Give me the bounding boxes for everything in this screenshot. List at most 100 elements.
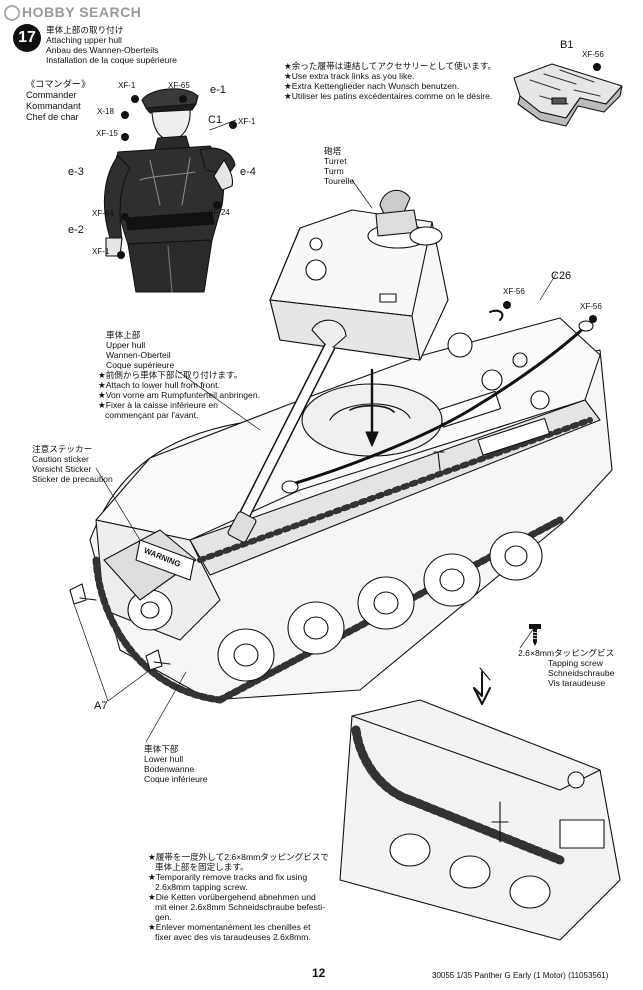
paint-dot-icon [226, 116, 237, 134]
turret-label-jp: 砲塔 [324, 146, 342, 156]
paint-callout: XF-1 [238, 117, 256, 126]
paint-callout: XF-15 [96, 129, 118, 138]
paint-dot-icon [128, 90, 139, 108]
caution-sticker-fr: Sticker de precaution [32, 474, 113, 484]
note-line: 2.6x8mm tapping screw. [155, 882, 248, 892]
lower-hull-jp: 車体下部 [144, 744, 179, 754]
watermark-text: HOBBY SEARCH [22, 4, 142, 20]
note-line: ★余った履帯は連結してアクセサリーとして使います。 [284, 61, 497, 71]
part-label: e-3 [68, 166, 84, 178]
note-line: ★前側から車体下部に取り付けます。 [98, 370, 243, 380]
track-removal-note: ★履帯を一度外して2.6×8mmタッピングビスで 車体上部を固定します。 ★Te… [148, 852, 329, 942]
commander-label-fr: Chef de char [26, 112, 79, 122]
paint-dot-icon [114, 246, 125, 264]
commander-label-de: Kommandant [26, 101, 81, 111]
paint-dot-icon [176, 90, 187, 108]
watermark: HOBBY SEARCH [4, 4, 142, 22]
turret [227, 189, 449, 543]
step-number-badge [13, 24, 41, 52]
part-a7-pieces [69, 583, 171, 671]
commander-label-jp: 《コマンダー》 [26, 79, 91, 89]
extra-track-note: ★余った履帯は連結してアクセサリーとして使います。 ★Use extra tra… [284, 61, 496, 101]
paint-callout: XF-56 [580, 302, 602, 311]
upper-hull-label: 車体上部 Upper hull Wannen-Oberteil Coque su… [106, 330, 174, 370]
step-title-de: Anbau des Wannen-Oberteils [46, 45, 159, 55]
part-label: e-4 [240, 166, 256, 178]
paint-dot-icon [500, 296, 511, 314]
paint-callout: XF-56 [582, 50, 604, 59]
turret-label-de: Turm [324, 166, 344, 176]
note-line: ★Enlever momentanément les chenilles et [148, 922, 311, 932]
commander-label: 《コマンダー》 Commander Kommandant Chef de cha… [26, 79, 90, 123]
commander-figure [103, 88, 236, 293]
turret-label: 砲塔 Turret Turm Tourelle [324, 146, 354, 186]
caution-sticker-jp: 注意ステッカー [32, 444, 93, 454]
watermark-icon [4, 5, 20, 22]
part-label: e-1 [210, 84, 226, 96]
note-line: ★Temporarily remove tracks and fix using [148, 872, 308, 882]
paint-callout: XF-24 [208, 208, 230, 217]
lower-hull-en: Lower hull [144, 754, 184, 764]
tapping-screw-jp: 2.6×8mmタッピングビス [518, 648, 615, 658]
product-code: 30055 1/35 Panther G Early (1 Motor) (11… [432, 971, 609, 980]
tapping-screw-label: 2.6×8mmタッピングビス Tapping screw Schneidschr… [518, 648, 614, 688]
note-line: ★履帯を一度外して2.6×8mmタッピングビスで [148, 852, 330, 862]
paint-dot-icon [118, 208, 129, 226]
note-line: ★Utiliser les patins excédentaires comme… [284, 91, 493, 101]
lower-hull-label: 車体下部 Lower hull Bodenwanne Coque inférie… [144, 744, 208, 784]
paint-dot-icon [590, 58, 601, 76]
page-number: 12 [312, 966, 326, 980]
lower-hull-de: Bodenwanne [144, 764, 195, 774]
tapping-screw-en: Tapping screw [548, 658, 603, 668]
note-line: gen. [155, 912, 172, 922]
spare-track-links [513, 63, 623, 127]
turret-label-fr: Tourelle [324, 176, 355, 186]
tapping-screw-de: Schneidschraube [548, 668, 615, 678]
part-label-c26: C26 [551, 270, 572, 282]
upper-hull-label-fr: Coque supérieure [106, 360, 175, 370]
upper-hull-label-en: Upper hull [106, 340, 146, 350]
paint-callout: XF-1 [118, 81, 136, 90]
step-title-en: Attaching upper hull [46, 35, 122, 45]
screw-icon [528, 624, 542, 651]
step-number: 17 [18, 29, 36, 46]
paint-dot-icon [118, 128, 129, 146]
caution-sticker-en: Caution sticker [32, 454, 89, 464]
caution-sticker-label: 注意ステッカー Caution sticker Vorsicht Sticker… [32, 444, 113, 484]
part-label: e-2 [68, 224, 84, 236]
paint-callout: XF-1 [92, 247, 110, 256]
note-line: ★Fixer à la caisse inférieure en [98, 400, 218, 410]
paint-callout: XF-56 [503, 287, 525, 296]
note-line: ★Die Ketten vorübergehend abnehmen und [148, 892, 316, 902]
step-title-fr: Installation de la coque supérieure [46, 55, 177, 65]
panther-tank [89, 309, 613, 704]
commander-label-en: Commander [26, 90, 77, 100]
part-label-a7: A7 [94, 700, 108, 712]
paint-dot-icon [118, 106, 129, 124]
caution-sticker-de: Vorsicht Sticker [32, 464, 92, 474]
note-line: fixer avec des vis taraudeuses 2.6x8mm. [155, 932, 311, 942]
tapping-screw-fr: Vis taraudeuse [548, 678, 606, 688]
note-line: ★Extra Kettenglieder nach Wunsch benutze… [284, 81, 460, 91]
upper-hull-label-de: Wannen-Oberteil [106, 350, 171, 360]
lower-hull-detail-view [339, 667, 621, 941]
turret-label-en: Turret [324, 156, 347, 166]
note-line: ★Von vorne am Rumpfunterteil anbringen. [98, 390, 261, 400]
step-title-jp: 車体上部の取り付け [46, 25, 124, 35]
upper-hull-note: ★前側から車体下部に取り付けます。 ★Attach to lower hull … [98, 370, 260, 420]
part-label: C1 [208, 114, 223, 126]
lower-hull-fr: Coque inférieure [144, 774, 208, 784]
note-line: ★Use extra track links as you like. [284, 71, 415, 81]
paint-callout: XF-65 [168, 81, 190, 90]
note-line: mit einer 2.6x8mm Schneidschraube befest… [155, 902, 326, 912]
note-line: 車体上部を固定します。 [155, 862, 249, 872]
note-line: commençant par l'avant. [105, 410, 199, 420]
step-title: 車体上部の取り付け Attaching upper hull Anbau des… [46, 25, 177, 65]
paint-dot-icon [210, 196, 221, 214]
paint-dot-icon [586, 310, 597, 328]
note-line: ★Attach to lower hull from front. [98, 380, 220, 390]
part-label-b1: B1 [560, 39, 574, 51]
paint-callout: X-18 [97, 107, 114, 116]
upper-hull-label-jp: 車体上部 [106, 330, 141, 340]
